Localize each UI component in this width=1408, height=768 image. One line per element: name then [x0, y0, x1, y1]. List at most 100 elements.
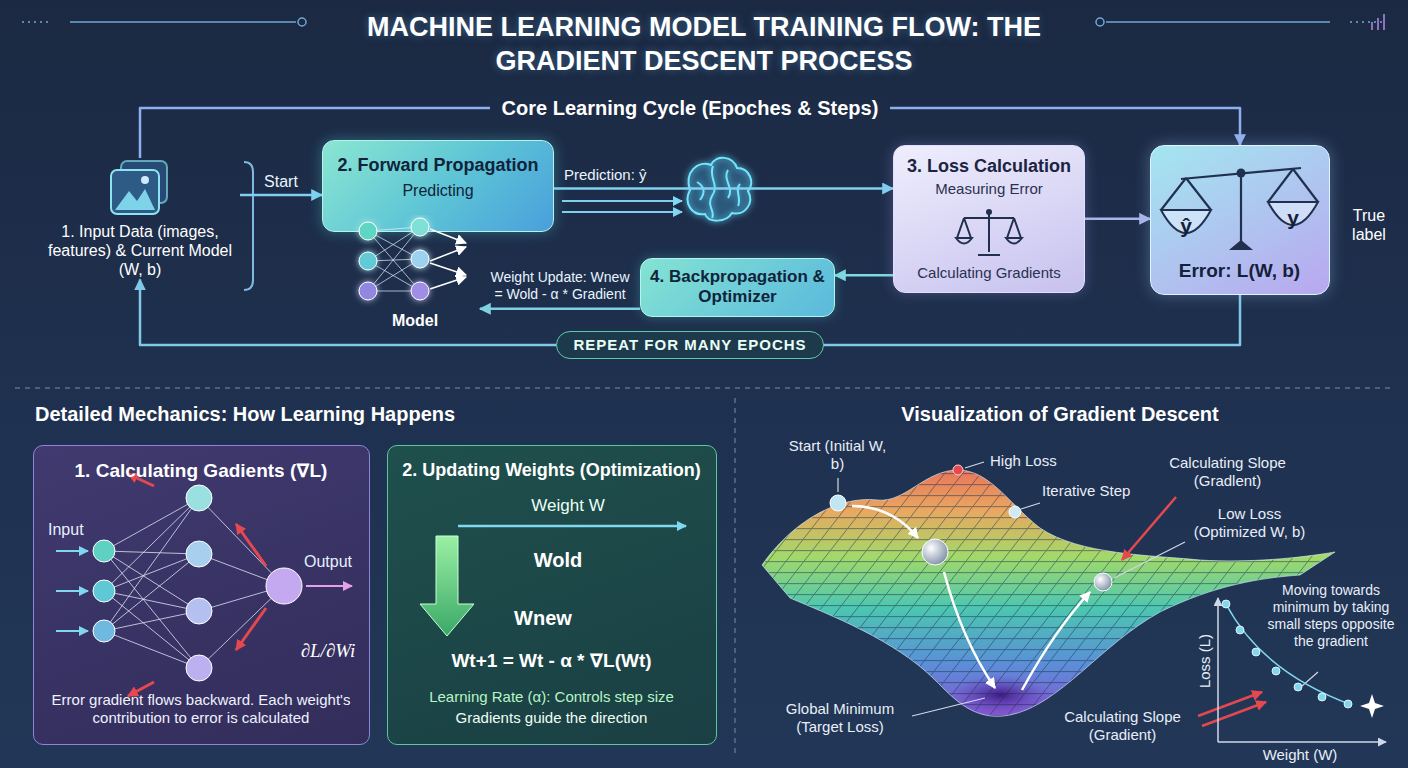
descent-ball [953, 465, 963, 475]
network-diagram [236, 524, 266, 566]
chart-note: Moving towards minimum by taking small s… [1264, 582, 1398, 650]
callout-label: Global Minimum (Target Loss) [770, 700, 910, 736]
descent-ball [1094, 573, 1112, 591]
network-diagram [186, 541, 212, 567]
scale-icon [1268, 169, 1318, 202]
scale-icon [1181, 168, 1301, 179]
scale-icon [1161, 168, 1318, 242]
callout-label: Calculating Slope (Gradient) [1050, 708, 1195, 744]
edge-label: REPEAT FOR MANY EPOCHS [556, 331, 823, 359]
network-diagram [236, 608, 266, 650]
network-diagram [93, 620, 115, 642]
loss-chart [1218, 741, 1386, 743]
section-heading: Visualization of Gradient Descent [840, 402, 1280, 426]
detail-panel: 2. Updating Weights (Optimization)Weight… [387, 445, 717, 745]
network-diagram [186, 485, 212, 511]
node-text: Wold [498, 548, 618, 572]
input-block: 1. Input Data (images, features) & Curre… [40, 158, 240, 280]
descent-ball [830, 495, 846, 511]
prediction-arrows [562, 200, 682, 202]
network-diagram [266, 568, 302, 604]
network-diagram [186, 598, 212, 624]
scale-icon [954, 202, 1024, 260]
model-block: Model [350, 215, 480, 330]
header-ornament [298, 18, 306, 26]
loss-chart [1236, 626, 1244, 634]
loss-surface [762, 470, 1335, 716]
network-icon [430, 247, 466, 261]
network-diagram [56, 550, 88, 552]
node-heading: 2. Updating Weights (Optimization) [388, 460, 715, 482]
header-ornament [1372, 14, 1384, 30]
node-text: Learning Rate (α): Controls step size [388, 688, 715, 706]
node-text: Calculating Gradients [902, 264, 1076, 282]
connector [1085, 218, 1150, 221]
axis-label: Weight (W) [1250, 746, 1350, 764]
network-icon [359, 218, 429, 300]
network-diagram [56, 590, 88, 592]
scale-icon [957, 218, 1021, 238]
callout-label: Low Loss (Optimized W, b) [1187, 505, 1312, 541]
leader-line [837, 478, 838, 492]
scale-icon [1229, 240, 1253, 250]
descent-path [1202, 702, 1266, 726]
callout-label: Start (Initial W, b) [785, 437, 890, 473]
edge-label: Core Learning Cycle (Epoches & Steps) [490, 96, 891, 120]
loss-chart [1252, 648, 1260, 656]
process-box: 3. Loss CalculationMeasuring Error Calcu… [893, 145, 1085, 293]
node-text: Gradients guide the direction [388, 709, 715, 727]
descent-path [944, 572, 995, 688]
network-diagram [186, 655, 212, 681]
image-icon [141, 176, 149, 184]
update-diagram [458, 525, 686, 528]
network-icon [411, 282, 429, 300]
update-diagram [420, 536, 474, 636]
brain-icon [697, 166, 740, 218]
network-icon [430, 277, 466, 289]
annotation: True label [1336, 206, 1402, 244]
leader-line [1302, 672, 1318, 686]
node-heading: 2. Forward Propagation [331, 155, 545, 177]
network-diagram [306, 585, 352, 587]
section-divider [734, 398, 736, 758]
descent-path [1198, 692, 1262, 716]
loss-chart [1222, 600, 1230, 608]
node-heading: ŷ [1161, 214, 1211, 238]
scale-icon [1161, 178, 1211, 210]
image-icon [115, 189, 155, 210]
descent-ball [922, 539, 948, 565]
scale-icon [956, 238, 1022, 244]
image-icon [105, 158, 175, 218]
leader-line [838, 462, 1318, 716]
scale-icon [956, 212, 1022, 255]
loss-chart [1217, 598, 1219, 742]
node-text: Output [304, 552, 364, 571]
node-text: ∂L/∂Wi [290, 640, 366, 663]
node-text: Error: L(W, b) [1151, 260, 1328, 282]
detail-panel: 1. Calculating Gadients (∇L)InputOutput∂… [33, 445, 370, 745]
edge-label: Start [264, 172, 298, 191]
leader-line [912, 698, 985, 716]
network-icon [411, 218, 429, 236]
connector [835, 274, 893, 277]
descent-path [1022, 592, 1090, 690]
node-heading: 1. Calculating Gadients (∇L) [34, 460, 368, 483]
loss-surface [762, 470, 1335, 716]
network-diagram [93, 540, 115, 562]
node-heading: Model [350, 311, 480, 330]
callout-label: Calculating Slope (Gradlent) [1160, 454, 1295, 490]
network-icon [430, 229, 466, 243]
network-icon [350, 215, 480, 307]
connector [554, 187, 893, 190]
network-icon [359, 252, 377, 270]
loss-surface [762, 470, 1335, 716]
network-icon [411, 250, 429, 268]
network-diagram [56, 630, 88, 632]
node-heading: 4. Backpropagation & Optimizer [649, 267, 826, 308]
node-text: Predicting [331, 181, 545, 200]
network-icon [430, 229, 466, 289]
node-heading: 3. Loss Calculation [902, 156, 1076, 178]
header-ornament [70, 21, 296, 23]
node-text: Wnew [483, 606, 603, 630]
